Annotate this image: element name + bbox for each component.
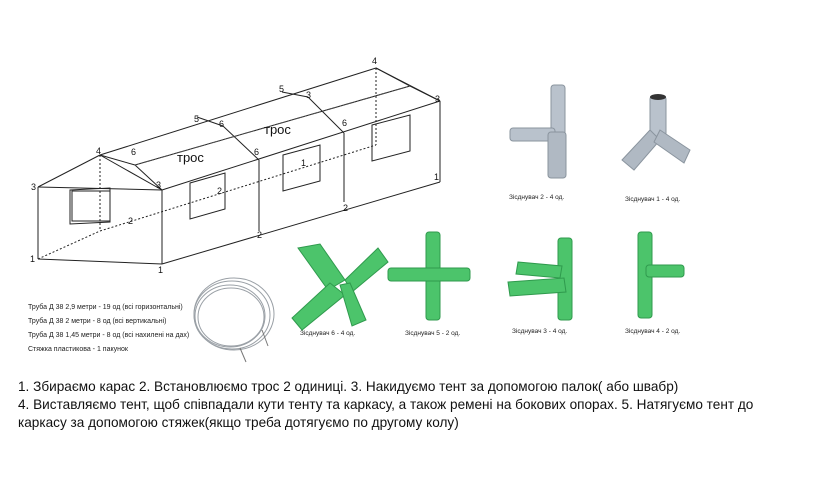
frame-label-1: 1: [30, 254, 35, 264]
spec-line: Труба Д 38 2,9 метри - 19 од (всі горизо…: [28, 304, 183, 311]
frame-label-2d: 2: [217, 186, 222, 196]
frame-label-6b: 6: [219, 119, 224, 129]
spec-line: Труба Д 38 2 метри - 8 од (всі вертикаль…: [28, 318, 167, 325]
connector-4-caption: Зісднувач 4 - 2 од.: [625, 328, 681, 335]
connector-4-image: [637, 231, 685, 319]
assembly-instructions: 1. Збираємо карас 2. Встановлюємо трос 2…: [18, 378, 818, 432]
frame-label-3a: 3: [31, 182, 36, 192]
connector-2-caption: Зісднувач 2 - 4 од.: [509, 194, 565, 201]
connector-1-image: [621, 94, 691, 171]
frame-label-3d: 3: [435, 94, 440, 104]
spec-line: Труба Д 38 1,45 метри - 8 од (всі нахиле…: [28, 332, 190, 339]
connector-5-image: [387, 231, 471, 321]
cable-label-1: трос: [177, 150, 204, 165]
connector-1-caption: Зісднувач 1 - 4 од.: [625, 196, 681, 203]
connector-5-caption: Зісднувач 5 - 2 од.: [405, 330, 461, 337]
connector-3-caption: Зісднувач 3 - 4 од.: [512, 328, 568, 335]
frame-label-5b: 5: [279, 84, 284, 94]
cable-coil-image: [193, 277, 275, 363]
frame-label-5a: 5: [194, 114, 199, 124]
frame-label-3c: 3: [306, 90, 311, 100]
frame-label-3b: 3: [156, 180, 161, 190]
frame-label-2c: 2: [343, 203, 348, 213]
frame-label-6c: 6: [254, 147, 259, 157]
instruction-line: 4. Виставляємо тент, щоб співпадали кути…: [18, 397, 754, 412]
connector-6-caption: Зісднувач 6 - 4 од.: [300, 330, 356, 337]
frame-label-1b: 1: [158, 265, 163, 275]
frame-label-1d: 1: [301, 158, 306, 168]
frame-label-2b: 2: [257, 230, 262, 240]
frame-label-4b: 4: [372, 56, 377, 66]
connector-6-image: [291, 243, 389, 331]
materials-list: Труба Д 38 2,9 метри - 19 од (всі горизо…: [28, 301, 189, 357]
spec-line: Стяжка пластикова - 1 пакунок: [28, 346, 128, 353]
cable-label-2: трос: [264, 122, 291, 137]
instruction-line: каркасу за допомогою стяжек(якщо треба д…: [18, 415, 459, 430]
frame-label-4a: 4: [96, 146, 101, 156]
frame-label-1c: 1: [434, 172, 439, 182]
frame-label-6a: 6: [131, 147, 136, 157]
connector-3-image: [507, 237, 573, 321]
frame-label-6d: 6: [342, 118, 347, 128]
tent-frame: [37, 67, 441, 265]
connector-2-image: [509, 84, 567, 179]
frame-label-2a: 2: [128, 216, 133, 226]
instruction-line: 1. Збираємо карас 2. Встановлюємо трос 2…: [18, 379, 679, 394]
